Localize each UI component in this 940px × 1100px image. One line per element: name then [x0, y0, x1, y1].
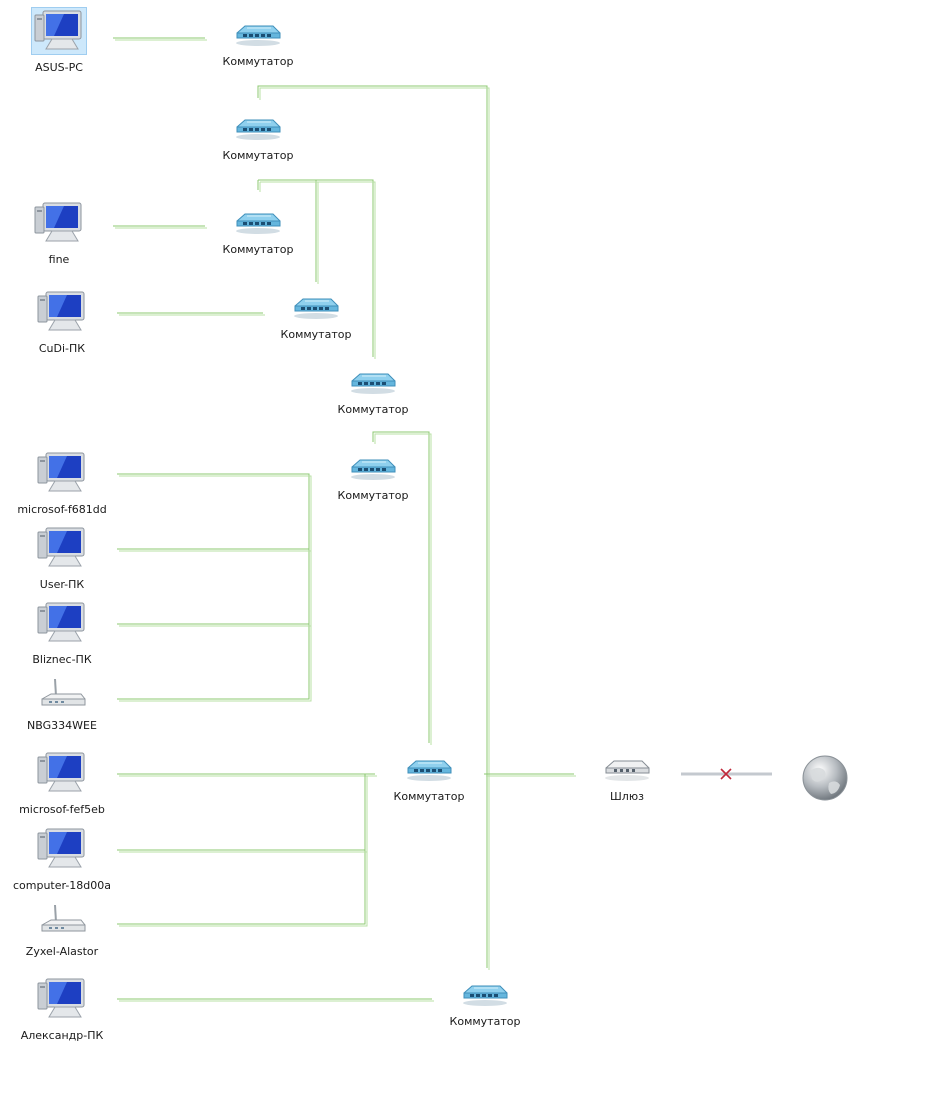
node-label: CuDi-ПК: [38, 342, 86, 355]
node-label: Шлюз: [610, 790, 644, 803]
node-sw6[interactable]: Коммутатор: [308, 456, 438, 502]
node-label: Коммутатор: [222, 149, 294, 162]
node-internet[interactable]: [760, 752, 890, 808]
computer-icon: [35, 525, 89, 571]
link-line-9: [117, 473, 310, 700]
node-label: Коммутатор: [393, 790, 465, 803]
node-label: Коммутатор: [337, 489, 409, 502]
gateway-icon: [600, 757, 654, 783]
node-sw2[interactable]: Коммутатор: [193, 116, 323, 162]
node-pc-bliznec[interactable]: Bliznec-ПК: [0, 600, 127, 666]
node-pc-asus[interactable]: ASUS-PC: [0, 7, 124, 74]
globe-icon: [798, 752, 852, 804]
wireless-router-icon: [35, 676, 89, 712]
node-label: Коммутатор: [280, 328, 352, 341]
link-line-2: [257, 85, 488, 268]
node-label: fine: [48, 253, 70, 266]
link-line-shadow-2: [259, 87, 490, 270]
node-rt-nbg[interactable]: NBG334WEE: [0, 676, 127, 732]
node-sw7[interactable]: Коммутатор: [364, 757, 494, 803]
node-pc-fine[interactable]: fine: [0, 200, 124, 266]
broken-link-x-icon[interactable]: [720, 768, 732, 780]
computer-icon: [35, 826, 89, 872]
node-rt-zyxel[interactable]: Zyxel-Alastor: [0, 902, 127, 958]
node-label: Коммутатор: [222, 243, 294, 256]
node-sw1[interactable]: Коммутатор: [193, 22, 323, 68]
link-line-shadow-8: [374, 433, 432, 745]
link-line-5: [258, 179, 374, 357]
node-label: User-ПК: [39, 578, 85, 591]
node-label: Коммутатор: [449, 1015, 521, 1028]
node-label: Коммутатор: [222, 55, 294, 68]
node-pc-fef5eb[interactable]: microsof-fef5eb: [0, 750, 127, 816]
node-pc-f681dd[interactable]: microsof-f681dd: [0, 450, 127, 516]
network-switch-icon: [346, 456, 400, 482]
node-label: microsof-f681dd: [17, 503, 107, 516]
wireless-router-icon: [35, 902, 89, 938]
node-pc-user[interactable]: User-ПК: [0, 525, 127, 591]
computer-icon: [35, 600, 89, 646]
computer-icon: [35, 450, 89, 496]
computer-icon: [31, 7, 87, 55]
node-sw5[interactable]: Коммутатор: [308, 370, 438, 416]
node-pc-aleks[interactable]: Александр-ПК: [0, 976, 127, 1042]
link-line-8: [372, 431, 430, 743]
link-line-shadow-9: [119, 475, 312, 702]
node-pc-cudi[interactable]: CuDi-ПК: [0, 289, 127, 355]
node-sw4[interactable]: Коммутатор: [251, 295, 381, 341]
network-switch-icon: [231, 22, 285, 48]
node-label: Bliznec-ПК: [32, 653, 92, 666]
link-line-shadow-13: [119, 776, 368, 927]
link-line-shadow-5: [260, 181, 376, 359]
network-switch-icon: [231, 116, 285, 142]
node-label: ASUS-PC: [35, 61, 83, 74]
network-switch-icon: [458, 982, 512, 1008]
node-label: Zyxel-Alastor: [25, 945, 99, 958]
network-switch-icon: [231, 210, 285, 236]
computer-icon: [35, 750, 89, 796]
computer-icon: [35, 976, 89, 1022]
node-label: computer-18d00a: [12, 879, 112, 892]
node-label: Александр-ПК: [20, 1029, 104, 1042]
node-label: NBG334WEE: [27, 719, 97, 732]
computer-icon: [32, 200, 86, 246]
node-sw3[interactable]: Коммутатор: [193, 210, 323, 256]
node-pc-18d00a[interactable]: computer-18d00a: [0, 826, 127, 892]
node-label: microsof-fef5eb: [19, 803, 105, 816]
network-switch-icon: [402, 757, 456, 783]
link-line-13: [117, 774, 366, 925]
network-switch-icon: [289, 295, 343, 321]
node-gateway[interactable]: Шлюз: [562, 757, 692, 803]
network-switch-icon: [346, 370, 400, 396]
computer-icon: [35, 289, 89, 335]
node-sw8[interactable]: Коммутатор: [420, 982, 550, 1028]
node-label: Коммутатор: [337, 403, 409, 416]
